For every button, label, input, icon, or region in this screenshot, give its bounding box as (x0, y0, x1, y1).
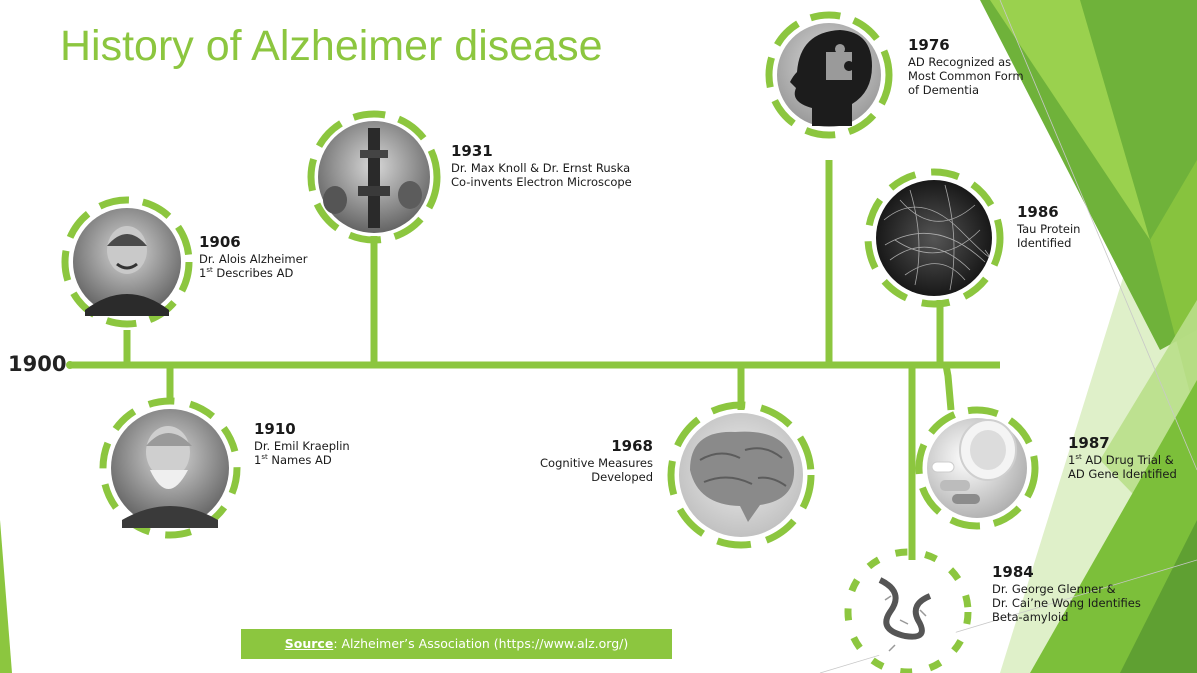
event-year: 1931 (451, 142, 632, 161)
event-desc: of Dementia (908, 83, 979, 97)
event-1968: 1968 Cognitive Measures Developed (540, 437, 653, 484)
kraeplin-portrait (111, 409, 229, 528)
event-desc: AD Gene Identified (1068, 467, 1177, 481)
timeline-start-year: 1900 (8, 352, 66, 376)
event-desc-rest: AD Drug Trial & (1082, 453, 1174, 467)
event-1984: 1984 Dr. George Glenner & Dr. Cai’ne Won… (992, 563, 1141, 624)
source-text: Alzheimer’s Association (https://www.alz… (338, 636, 629, 651)
event-year: 1987 (1068, 434, 1177, 453)
event-desc-rest: Describes AD (213, 266, 294, 280)
event-desc: Cognitive Measures (540, 456, 653, 470)
event-1931: 1931 Dr. Max Knoll & Dr. Ernst Ruska Co-… (451, 142, 632, 189)
event-year: 1906 (199, 233, 307, 252)
event-year: 1968 (540, 437, 653, 456)
beta-amyloid-molecule (856, 560, 960, 664)
tau-protein-fibers (876, 180, 992, 296)
head-puzzle-illustration (777, 23, 881, 127)
event-desc-rest: Names AD (268, 453, 332, 467)
brain-illustration (679, 413, 803, 537)
event-desc: Beta-amyloid (992, 610, 1068, 624)
event-1987: 1987 1st AD Drug Trial & AD Gene Identif… (1068, 434, 1177, 481)
event-desc: Dr. George Glenner & (992, 582, 1116, 596)
alzheimer-portrait (73, 208, 181, 316)
source-label: Source (285, 636, 334, 651)
event-desc: Co-invents Electron Microscope (451, 175, 632, 189)
event-desc: Tau Protein (1017, 222, 1080, 236)
pill-bottle-photo (927, 418, 1027, 518)
event-year: 1976 (908, 36, 1024, 55)
event-desc: Dr. Alois Alzheimer (199, 252, 307, 266)
event-1976: 1976 AD Recognized as Most Common Form o… (908, 36, 1024, 97)
event-desc: AD Recognized as (908, 55, 1011, 69)
event-1910: 1910 Dr. Emil Kraeplin 1st Names AD (254, 420, 350, 467)
event-desc: Dr. Emil Kraeplin (254, 439, 350, 453)
event-year: 1910 (254, 420, 350, 439)
event-year: 1986 (1017, 203, 1080, 222)
event-year: 1984 (992, 563, 1141, 582)
microscope-photo (318, 121, 430, 233)
source-box: Source: Alzheimer’s Association (https:/… (241, 629, 672, 659)
event-desc: Dr. Max Knoll & Dr. Ernst Ruska (451, 161, 630, 175)
event-desc: Dr. Cai’ne Wong Identifies (992, 596, 1141, 610)
event-1986: 1986 Tau Protein Identified (1017, 203, 1080, 250)
event-1906: 1906 Dr. Alois Alzheimer 1st Describes A… (199, 233, 307, 280)
event-desc: Developed (591, 470, 653, 484)
slide-title: History of Alzheimer disease (60, 22, 603, 71)
event-desc: Most Common Form (908, 69, 1024, 83)
event-desc: Identified (1017, 236, 1071, 250)
